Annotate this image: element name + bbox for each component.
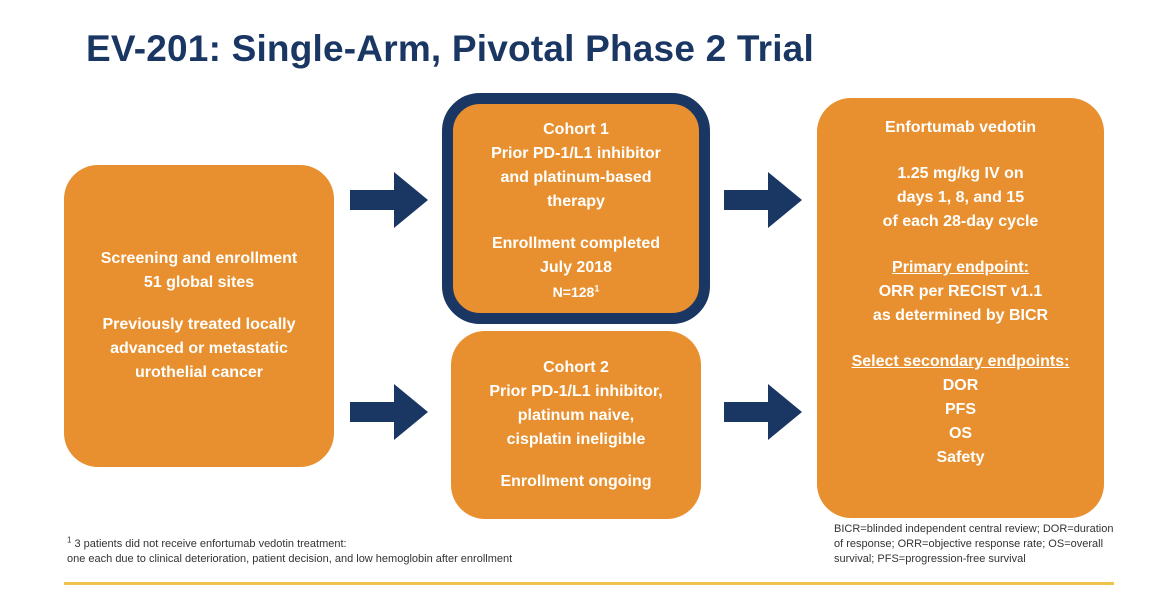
screening-line: Previously treated locally	[102, 316, 296, 333]
cohort2-line: Prior PD-1/L1 inhibitor,	[489, 383, 663, 400]
secondary-endpoint-item: PFS	[944, 401, 977, 418]
cohort1-line: July 2018	[539, 259, 613, 276]
cohort2-line: cisplatin ineligible	[506, 431, 646, 448]
cohort2-line: Enrollment ongoing	[500, 473, 652, 490]
cohort2-line: platinum naive,	[517, 407, 635, 424]
secondary-endpoint-item: OS	[948, 425, 973, 442]
cohort1-line: Prior PD-1/L1 inhibitor	[491, 145, 661, 162]
screening-line: advanced or metastatic	[110, 340, 288, 357]
primary-endpoint-heading: Primary endpoint:	[892, 259, 1029, 276]
secondary-endpoints-heading: Select secondary endpoints:	[851, 353, 1070, 370]
bottom-divider	[64, 582, 1114, 585]
primary-endpoint-line: as determined by BICR	[872, 307, 1049, 324]
cohort1-n-footnote-marker: 1	[594, 283, 600, 294]
footnote-marker: 1	[67, 535, 72, 545]
treatment-line: of each 28-day cycle	[882, 213, 1039, 230]
arrow-right-icon	[724, 384, 802, 440]
treatment-box: Enfortumab vedotin 1.25 mg/kg IV on days…	[817, 98, 1104, 518]
cohort1-n-label: N=128	[552, 284, 595, 300]
screening-line: urothelial cancer	[134, 364, 264, 381]
footnote: 1 3 patients did not receive enfortumab …	[67, 535, 513, 567]
treatment-line: days 1, 8, and 15	[896, 189, 1025, 206]
cohort1-n: N=1281	[553, 280, 600, 304]
arrow-right-icon	[350, 172, 428, 228]
cohort1-line: therapy	[547, 193, 605, 210]
screening-line: Screening and enrollment	[100, 250, 298, 267]
cohort2-line: Cohort 2	[543, 359, 609, 376]
screening-box: Screening and enrollment 51 global sites…	[64, 165, 334, 467]
cohort1-line: Cohort 1	[543, 121, 609, 138]
secondary-endpoint-item: Safety	[936, 449, 985, 466]
screening-line: 51 global sites	[143, 274, 255, 291]
footnote-text: 3 patients did not receive enfortumab ve…	[71, 538, 347, 550]
cohort1-line: and platinum-based	[500, 169, 652, 186]
cohort2-box: Cohort 2 Prior PD-1/L1 inhibitor, platin…	[451, 331, 701, 519]
abbreviations: BICR=blinded independent central review;…	[834, 523, 1114, 565]
secondary-endpoint-item: DOR	[942, 377, 979, 394]
cohort1-line: Enrollment completed	[491, 235, 661, 252]
cohort1-box: Cohort 1 Prior PD-1/L1 inhibitor and pla…	[442, 93, 710, 324]
arrow-right-icon	[350, 384, 428, 440]
footnote-line: 1 3 patients did not receive enfortumab …	[67, 535, 512, 552]
primary-endpoint-line: ORR per RECIST v1.1	[878, 283, 1043, 300]
arrow-right-icon	[724, 172, 802, 228]
footnote-line: one each due to clinical deterioration, …	[67, 553, 513, 565]
slide-title: EV-201: Single-Arm, Pivotal Phase 2 Tria…	[86, 28, 814, 69]
treatment-line: 1.25 mg/kg IV on	[897, 165, 1024, 182]
treatment-line: Enfortumab vedotin	[884, 119, 1037, 136]
